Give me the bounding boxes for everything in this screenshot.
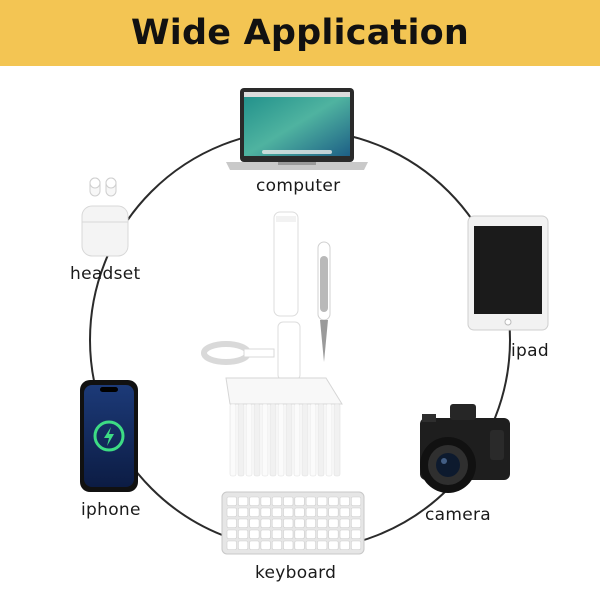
keyboard-icon: [221, 491, 365, 555]
banner-title: Wide Application: [130, 13, 470, 53]
title-banner: Wide Application: [0, 0, 600, 66]
tablet-icon: [467, 215, 549, 331]
keyboard-keys: [226, 496, 362, 550]
earbuds-icon: [81, 177, 129, 257]
label-ipad: ipad: [511, 341, 549, 361]
label-camera: camera: [425, 505, 491, 525]
label-computer: computer: [256, 176, 341, 196]
brush-bristles: [229, 403, 341, 477]
laptop-icon: [226, 88, 368, 170]
label-iphone: iphone: [81, 500, 141, 520]
camera-icon: [420, 404, 510, 493]
label-keyboard: keyboard: [255, 563, 337, 583]
label-headset: headset: [70, 264, 141, 284]
phone-icon: [80, 380, 138, 492]
cleaning-brush-kit-icon: [201, 211, 343, 477]
